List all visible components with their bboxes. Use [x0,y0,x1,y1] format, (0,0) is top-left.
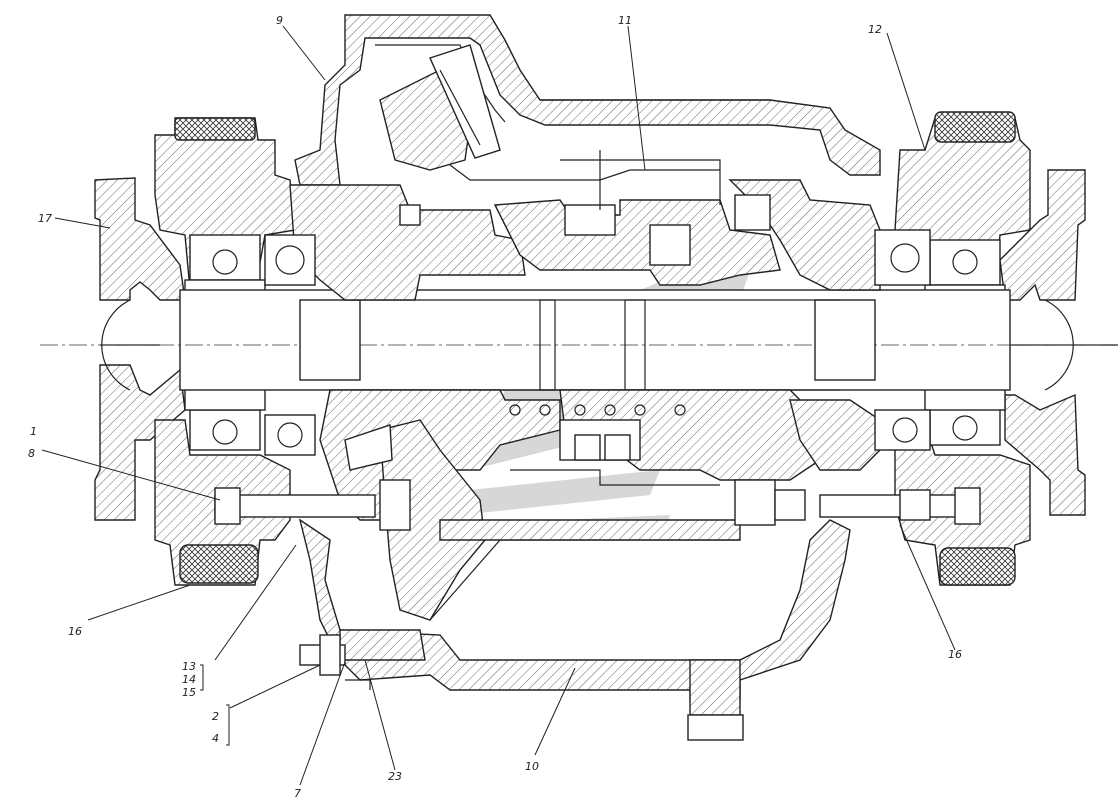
differential-upper [289,150,881,301]
bevel-gear [344,419,741,621]
right-bracket [999,169,1118,516]
callout-23: 23 [388,770,402,783]
leader-lines [41,25,956,786]
seals [264,229,931,456]
callout-13: 13 [182,660,196,673]
callout-7: 7 [294,787,301,800]
pinion-bearing [379,44,501,171]
callout-2: 2 [212,710,219,723]
callout-17: 17 [38,212,52,225]
callout-14: 14 [182,673,196,686]
callout-1: 1 [30,425,37,438]
callout-16-left: 16 [68,625,82,638]
axle-shaft [40,289,1100,391]
callout-15: 15 [182,686,196,699]
upper-housing [294,14,881,186]
callout-12: 12 [868,23,882,36]
studs [214,479,981,531]
callout-9: 9 [276,14,283,27]
callout-4: 4 [212,732,219,745]
callout-10: 10 [525,760,539,773]
callout-8: 8 [28,447,35,460]
callouts: 9 11 12 17 1 8 16 16 13 14 15 2 4 7 23 1… [28,14,962,800]
callout-11: 11 [618,14,632,27]
callout-16-right: 16 [948,648,962,661]
lower-housing [298,518,851,741]
